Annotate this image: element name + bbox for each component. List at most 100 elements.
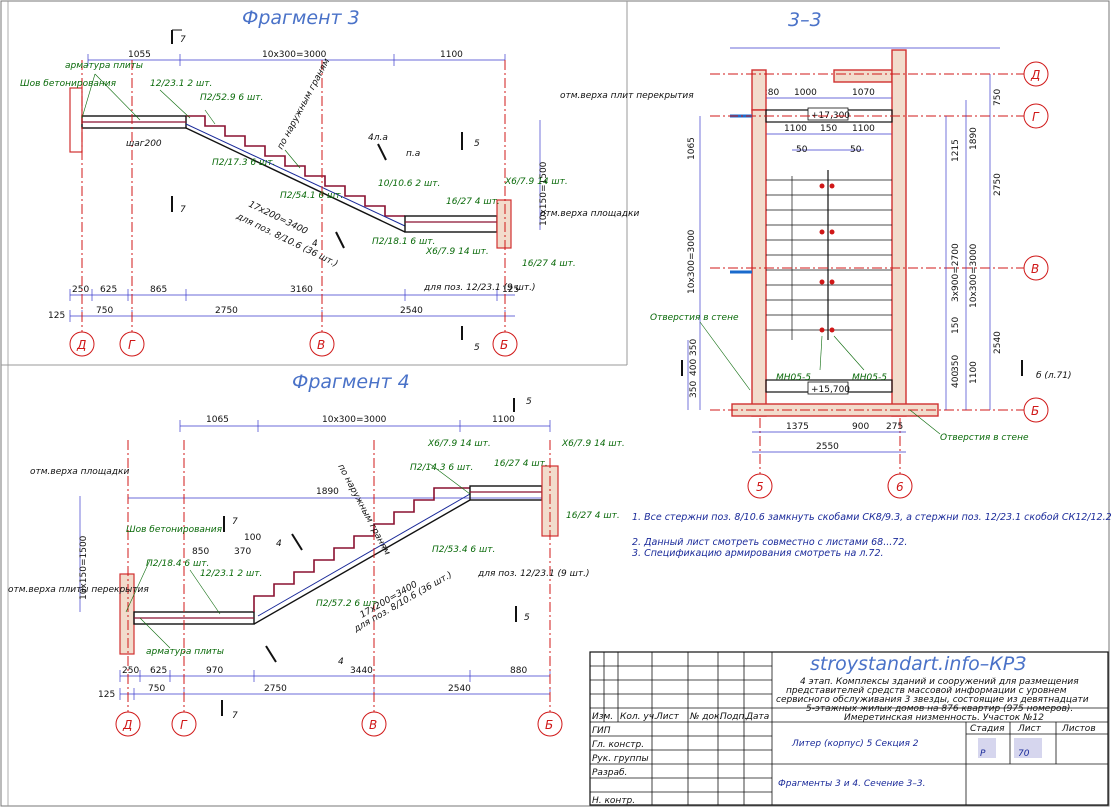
f4-label-12-23: 12/23.1 2 шт. (200, 569, 262, 579)
s33-left-wall-top (751, 69, 767, 111)
f4-stair-soffit (253, 499, 471, 625)
f3-label-shag: шаг200 (126, 139, 162, 149)
s33-stair-treads (766, 170, 892, 340)
s33-dim-400l: 400 (689, 359, 699, 376)
f4-dim-370: 370 (234, 547, 251, 557)
fragment-4: Фрагмент 4 1065 10x300=3000 1100 1890 85… (8, 371, 625, 737)
f4-mark-4-bot: 4 (338, 657, 344, 667)
f3-label-pos12: для поз. 12/23.1 (9 шт.) (423, 283, 535, 293)
s33-dim-1100a: 1100 (784, 124, 807, 134)
f4-dim-b1-625: 625 (150, 666, 167, 676)
tb-stage-header: Стадия (970, 724, 1005, 734)
f4-label-p2-53: П2/53.4 6 шт. (432, 545, 495, 555)
f3-label-10-10: 10/10.6 2 шт. (378, 179, 440, 189)
f4-axis-G: Г (180, 718, 188, 732)
f4-mark-5-bot: 5 (524, 613, 530, 623)
f3-label-p2-18: П2/18.1 6 шт. (372, 237, 435, 247)
f3-mark-4: 4 (312, 239, 318, 249)
f4-label-p2-14: П2/14.3 6 шт. (410, 463, 473, 473)
s33-dim-1070: 1070 (852, 88, 875, 98)
s33-dim-275: 275 (886, 422, 903, 432)
f3-label-12-23: 12/23.1 2 шт. (150, 79, 212, 89)
s33-label-mn05-a: МН05-5 (776, 373, 811, 383)
s33-dim-900: 900 (852, 422, 869, 432)
f3-label-x6a: Х6/7.9 14 шт. (504, 177, 568, 187)
f4-dim-b2-750: 750 (148, 684, 165, 694)
section-3-3-title: 3–3 (788, 9, 822, 31)
f3-label-otm-plosh: отм.верха площадки (540, 209, 639, 219)
f4-mark-5-top: 5 (526, 397, 532, 407)
general-notes: 1. Все стержни поз. 8/10.6 замкнуть скоб… (632, 512, 1111, 559)
f4-dim-b2-2540: 2540 (448, 684, 471, 694)
f4-dim-b2-2750: 2750 (264, 684, 287, 694)
f3-dim-10x300: 10x300=3000 (262, 50, 327, 60)
s33-elev-15700: +15,700 (811, 385, 850, 395)
s33-left-wall (751, 109, 767, 417)
s33-dim-150r: 150 (951, 317, 961, 334)
s33-dim-350lb: 350 (689, 381, 699, 398)
s33-dim-150: 150 (820, 124, 837, 134)
s33-axis-B: Б (1031, 404, 1039, 418)
f3-dim-b2-750: 750 (96, 306, 113, 316)
f3-stair-soffit (185, 127, 406, 233)
f3-stair-steps (186, 115, 405, 217)
f3-dim-b1-625: 625 (100, 285, 117, 295)
tb-project-1: 4 этап. Комплексы зданий и сооружений дл… (800, 677, 1079, 687)
f3-label-4la: 4л.а (368, 133, 388, 143)
f3-label-16-27a: 16/27 4 шт. (446, 197, 500, 207)
f4-dim-b1-250: 250 (122, 666, 139, 676)
s33-label-b71: б (л.71) (1036, 371, 1072, 381)
f4-dim-b2-125: 125 (98, 690, 115, 700)
tb-role-razrab: Разраб. (592, 768, 627, 778)
f4-dim-1100: 1100 (492, 415, 515, 425)
tb-stage: Р (980, 749, 986, 759)
s33-dim-750: 750 (993, 89, 1003, 106)
f4-dim-b1-970: 970 (206, 666, 223, 676)
f3-mark-7-top: 7 (180, 35, 186, 45)
s33-dim-350r: 350 (951, 355, 961, 372)
f4-label-p2-57: П2/57.2 6 шт. (316, 599, 379, 609)
f4-label-p2-18: П2/18.4 6 шт. (146, 559, 209, 569)
f4-label-16-27b: 16/27 4 шт. (566, 511, 620, 521)
fragment-3-title: Фрагмент 3 (242, 7, 360, 29)
f4-dim-1890: 1890 (316, 487, 339, 497)
s33-axis-D: Д (1030, 68, 1040, 82)
tb-drawing-title: Фрагменты 3 и 4. Сечение 3–3. (778, 779, 926, 789)
s33-dim-10x300r: 10x300=3000 (969, 243, 979, 308)
fragment-3: Фрагмент 3 1055 10x300=3000 1100 10x150=… (20, 7, 694, 357)
f4-label-x6b: Х6/7.9 14 шт. (561, 439, 625, 449)
f3-label-p2-17: П2/17.3 6 шт. (212, 158, 275, 168)
f3-right-wall (496, 199, 512, 249)
tb-col-izm: Изм. (592, 712, 613, 722)
s33-dim-2550: 2550 (816, 442, 839, 452)
s33-dim-1375: 1375 (786, 422, 809, 432)
s33-elev-17300: +17,300 (811, 111, 850, 121)
f3-dim-10x150: 10x150=1500 (539, 161, 549, 226)
f3-label-armatura: арматура плиты (65, 61, 143, 71)
f3-dim-b1-250: 250 (72, 285, 89, 295)
note-3: 3. Спецификацию армирования смотреть на … (632, 548, 884, 559)
s33-dim-1100r: 1100 (969, 361, 979, 384)
f3-axis-V: В (317, 338, 325, 352)
f4-stair-steps (253, 487, 470, 612)
f4-label-x6a: Х6/7.9 14 шт. (427, 439, 491, 449)
f3-dim-b2-2750: 2750 (215, 306, 238, 316)
tb-project-5: Имеретинская низменность. Участок №12 (844, 713, 1044, 723)
f3-label-p2-54: П2/54.1 6 шт. (280, 191, 343, 201)
f3-label-x6b: Х6/7.9 14 шт. (425, 247, 489, 257)
s33-label-otv-right: Отверстия в стене (940, 433, 1029, 443)
tb-sheet: 70 (1018, 749, 1030, 759)
f4-mark-7-bot: 7 (232, 711, 238, 721)
s33-right-wall (891, 49, 907, 417)
f4-dim-10x150: 10x150=1500 (79, 535, 89, 600)
f3-dim-b1-865: 865 (150, 285, 167, 295)
section-3-3: 3–3 280 1000 1070 1100 150 1100 50 50 (650, 9, 1072, 499)
s33-axis-V: В (1031, 262, 1039, 276)
f4-dim-b1-3440: 3440 (350, 666, 373, 676)
s33-dim-280: 280 (762, 88, 779, 98)
f3-lower-landing (404, 215, 498, 233)
f3-left-wall (69, 87, 83, 153)
tb-sheet-header: Лист (1017, 724, 1042, 734)
note-1: 1. Все стержни поз. 8/10.6 замкнуть скоб… (632, 512, 1111, 523)
